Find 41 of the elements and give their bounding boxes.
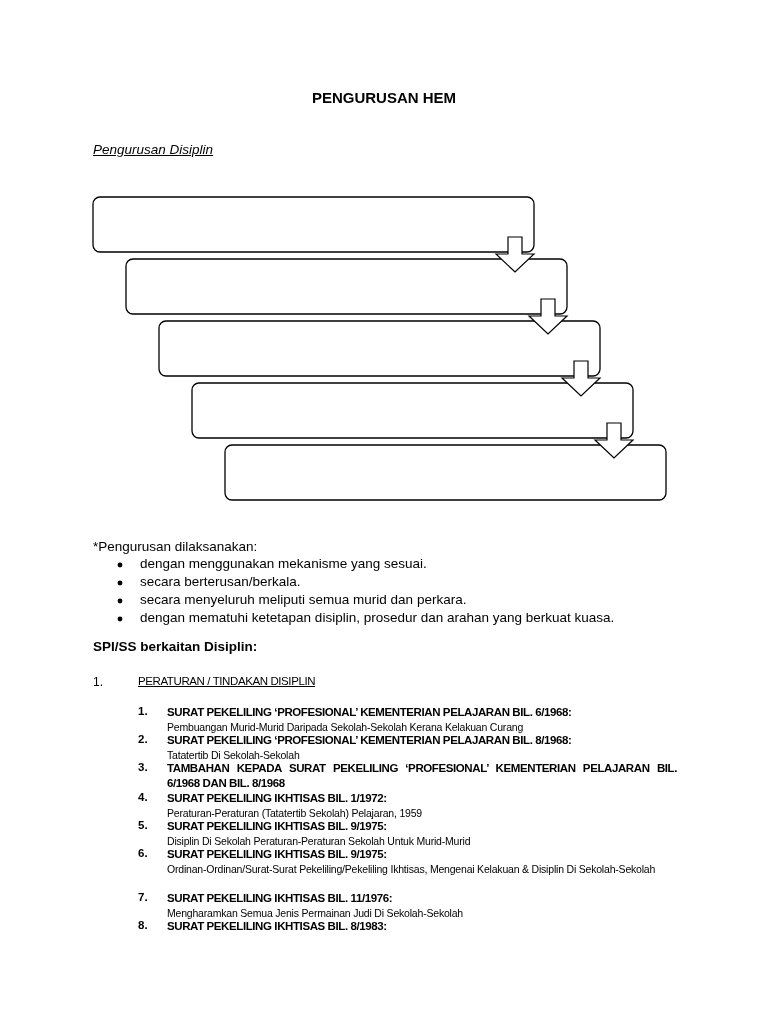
document-description: Peraturan-Peraturan (Tatatertib Sekolah) Pelajaran, 1959 (167, 806, 423, 820)
document-heading: TAMBAHAN KEPADA SURAT PEKELILING ‘PROFESIONAL’ KEMENTERIAN PELAJARAN BIL. 6/1968 DAN BIL. 8/1968 (167, 761, 677, 791)
bullet-text: secara menyeluruh meliputi semua murid dan perkara. (140, 592, 467, 607)
list-heading: PERATURAN / TINDAKAN DISIPLIN (138, 675, 316, 687)
section-heading: SPI/SS berkaitan Disiplin: (93, 639, 258, 654)
document-heading: SURAT PEKELILING IKHTISAS BIL. 9/1975: (167, 847, 387, 862)
block-arrow (560, 360, 602, 397)
document-description: Ordinan-Ordinan/Surat-Surat Pekeliling/Pekeliling Ikhtisas, Mengenai Kelakuan & Disiplin Di Sekolah-Sekolah (167, 862, 657, 876)
document-heading: SURAT PEKELILING ‘PROFESIONAL’ KEMENTERIAN PELAJARAN BIL. 6/1968: (167, 705, 572, 720)
document-heading: SURAT PEKELILING ‘PROFESIONAL’ KEMENTERIAN PELAJARAN BIL. 8/1968: (167, 733, 572, 748)
list-number: 3. (138, 761, 148, 773)
page-title: PENGURUSAN HEM (310, 89, 458, 106)
document-heading: SURAT PEKELILING IKHTISAS BIL. 11/1976: (167, 891, 393, 906)
process-box (191, 382, 634, 439)
block-arrow (593, 422, 635, 459)
block-arrow (527, 298, 569, 335)
process-box (224, 444, 667, 501)
document-description: Disiplin Di Sekolah Peraturan-Peraturan Sekolah Untuk Murid-Murid (167, 834, 472, 848)
list-number: 4. (138, 791, 148, 803)
process-box (125, 258, 568, 315)
list-number: 7. (138, 891, 148, 903)
intro-text: *Pengurusan dilaksanakan: (93, 539, 258, 554)
block-arrow (494, 236, 536, 273)
bullet-text: dengan menggunakan mekanisme yang sesuai. (140, 556, 427, 571)
list-number: 8. (138, 919, 148, 931)
process-box (158, 320, 601, 377)
document-heading: SURAT PEKELILING IKHTISAS BIL. 9/1975: (167, 819, 387, 834)
list-number: 6. (138, 847, 148, 859)
process-box (92, 196, 535, 253)
list-number: 1. (138, 705, 148, 717)
document-description: Mengharamkan Semua Jenis Permainan Judi Di Sekolah-Sekolah (167, 906, 464, 920)
list-number: 5. (138, 819, 148, 831)
document-description: Tatatertib Di Sekolah-Sekolah (167, 748, 301, 762)
section-subtitle: Pengurusan Disiplin (93, 142, 214, 157)
bullet-text: dengan mematuhi ketetapan disiplin, prosedur dan arahan yang berkuat kuasa. (140, 610, 615, 625)
list-number: 1. (93, 675, 103, 689)
list-number: 2. (138, 733, 148, 745)
bullet-text: secara berterusan/berkala. (140, 574, 301, 589)
document-heading: SURAT PEKELILING IKHTISAS BIL. 8/1983: (167, 919, 387, 934)
document-heading: SURAT PEKELILING IKHTISAS BIL. 1/1972: (167, 791, 387, 806)
document-description: Pembuangan Murid-Murid Daripada Sekolah-Sekolah Kerana Kelakuan Curang (167, 720, 525, 734)
